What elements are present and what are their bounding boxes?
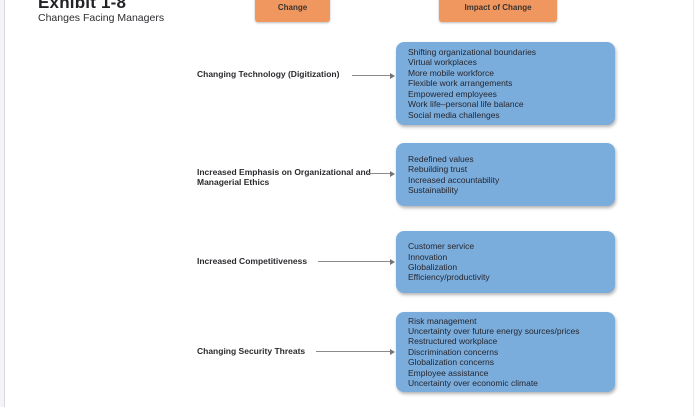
- impact-item: More mobile workforce: [408, 67, 494, 78]
- impact-item: Sustainability: [408, 184, 459, 195]
- page-left-edge-line: [4, 0, 5, 407]
- column-header-change: Change: [255, 0, 330, 22]
- arrow-ethics: [368, 170, 395, 177]
- page-right-edge-line: [693, 0, 694, 416]
- page-left-margin: [0, 0, 4, 407]
- impact-item: Increased accountability: [408, 174, 500, 185]
- impact-item: Innovation: [408, 251, 448, 262]
- impact-item: Restructured workplace: [408, 336, 498, 347]
- arrow-competitiveness: [318, 258, 395, 265]
- impact-item: Uncertainty over future energy sources/p…: [408, 325, 580, 336]
- impact-item: Virtual workplaces: [408, 57, 477, 68]
- change-label-security: Changing Security Threats: [197, 346, 306, 356]
- impact-item: Globalization concerns: [408, 357, 494, 368]
- impact-item: Redefined values: [408, 153, 474, 164]
- exhibit-title: Exhibit 1-8: [38, 0, 127, 12]
- impact-item: Globalization: [408, 262, 458, 272]
- impact-item: Customer service: [408, 241, 475, 252]
- arrow-technology: [352, 72, 395, 79]
- impact-item: Discrimination concerns: [408, 346, 499, 357]
- impact-item: Empowered employees: [408, 88, 497, 99]
- column-header-impact-of-change: Impact of Change: [439, 0, 557, 22]
- change-label-ethics: Increased Emphasis on Organizational and…: [197, 167, 371, 187]
- impact-item: Uncertainty over economic climate: [408, 378, 538, 389]
- impact-item: Social media challenges: [408, 109, 500, 120]
- impact-item: Risk management: [408, 315, 477, 326]
- impact-item: Efficiency/productivity: [408, 272, 490, 283]
- impact-item: Shifting organizational boundaries: [408, 47, 537, 58]
- impact-item: Rebuilding trust: [408, 164, 468, 175]
- impact-item: Flexible work arrangements: [408, 78, 513, 89]
- impact-item: Employee assistance: [408, 367, 489, 378]
- change-label-technology: Changing Technology (Digitization): [197, 69, 340, 79]
- arrow-security: [316, 348, 395, 355]
- change-label-competitiveness: Increased Competitiveness: [197, 256, 308, 266]
- exhibit-subtitle: Changes Facing Managers: [38, 12, 165, 24]
- impact-item: Work life–personal life balance: [408, 99, 524, 110]
